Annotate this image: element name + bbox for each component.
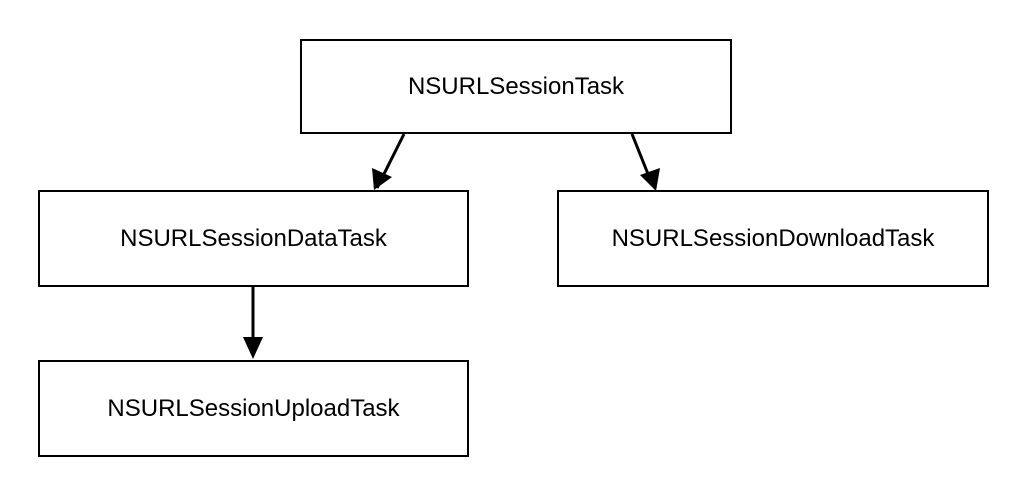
arrowhead-root-to-data-task [372,168,392,190]
node-nsurlsessiondatatask: NSURLSessionDataTask [38,190,469,287]
node-nsurlsessionuploadtask: NSURLSessionUploadTask [38,360,469,457]
node-label: NSURLSessionDataTask [120,224,387,252]
node-label: NSURLSessionUploadTask [107,394,400,422]
arrowhead-data-task-to-upload-task [243,337,263,359]
node-label: NSURLSessionDownloadTask [611,224,935,252]
node-nsurlsessiontask: NSURLSessionTask [300,39,732,134]
node-label: NSURLSessionTask [407,72,625,100]
node-nsurlsessiondownloadtask: NSURLSessionDownloadTask [557,190,989,287]
arrowhead-root-to-download-task [640,168,660,191]
